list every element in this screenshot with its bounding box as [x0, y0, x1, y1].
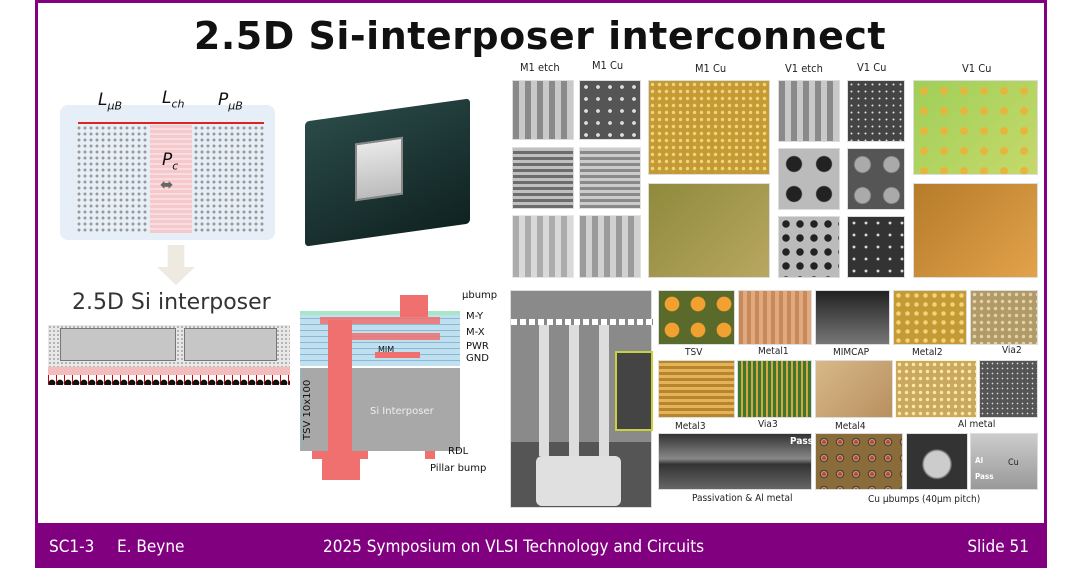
label-m1-cu: M1 Cu: [592, 59, 624, 72]
v1-cu-image: [847, 148, 905, 210]
label-v1-etch: V1 etch: [785, 62, 823, 75]
al-metal-image: [979, 360, 1038, 418]
label-metal2: Metal2: [912, 347, 943, 358]
v1-etch-image: [778, 148, 840, 210]
m1-cu-optical-image: [648, 183, 770, 278]
annotation-pass-2: Pass: [975, 472, 994, 481]
label-p-c: Pc: [162, 150, 179, 173]
label-ubump: μbump: [462, 290, 498, 301]
interposer-stack-diagram: [300, 295, 460, 480]
m1-cu-image: [579, 215, 641, 278]
channel-region: [150, 125, 192, 233]
slide-title: 2.5D Si-interposer interconnect: [193, 14, 887, 58]
label-mim: MIM: [378, 345, 395, 354]
v1-cu-image: [847, 216, 905, 278]
label-pwr: PWR: [466, 341, 489, 352]
label-v1-cu-large: V1 Cu: [962, 62, 992, 75]
v1-etch-image: [778, 216, 840, 278]
label-pillar-bump: Pillar bump: [430, 463, 487, 474]
dimension-arrow: [78, 122, 264, 124]
m1-cu-optical-image: [648, 80, 770, 175]
annotation-pass: Pass: [790, 436, 814, 447]
tsv-image: [658, 290, 735, 345]
m1-etch-image: [512, 80, 574, 140]
label-via3: Via3: [758, 419, 778, 430]
label-via2: Via2: [1002, 345, 1022, 356]
m1-cu-image: [579, 80, 641, 140]
metal3-image: [658, 360, 735, 418]
bump-array-left: [76, 125, 149, 233]
chip-die: [355, 136, 403, 202]
label-metal4: Metal4: [835, 421, 866, 432]
v1-etch-image: [778, 80, 840, 142]
v1-cu-image: [847, 80, 905, 142]
label-si-interposer: Si Interposer: [370, 406, 434, 417]
m1-etch-image: [512, 147, 574, 209]
via2-image: [970, 290, 1038, 345]
v1-cu-optical-image: [913, 80, 1038, 175]
cu-ubump-optical-image: [815, 433, 903, 490]
label-v1-cu: V1 Cu: [857, 61, 887, 74]
mimcap-image: [815, 290, 890, 345]
label-metal1: Metal1: [758, 346, 789, 357]
label-l-ub: LμB: [98, 90, 123, 113]
cu-ubump-cross-section: [970, 433, 1038, 490]
label-m-y: M-Y: [466, 311, 484, 322]
label-m1-cu-large: M1 Cu: [695, 62, 727, 75]
label-al-metal: Al metal: [958, 419, 996, 430]
label-gnd: GND: [466, 353, 489, 364]
footer-session: SC1-3: [49, 537, 95, 557]
via3-image: [737, 360, 812, 418]
footer-conference: 2025 Symposium on VLSI Technology and Ci…: [323, 537, 705, 557]
bump-array-right: [193, 125, 265, 233]
v1-cu-optical-image: [913, 183, 1038, 278]
tsv-cross-section-sem: [510, 290, 653, 508]
m1-etch-image: [512, 215, 574, 278]
label-metal3: Metal3: [675, 421, 706, 432]
label-m1-etch: M1 etch: [520, 61, 560, 74]
passivation-image: [658, 433, 812, 490]
label-mimcap: MIMCAP: [833, 347, 870, 358]
label-l-ch: Lch: [162, 88, 185, 111]
annotation-cu: Cu: [1008, 458, 1019, 468]
label-p-ub: PμB: [218, 90, 243, 113]
al-metal-image: [895, 360, 977, 418]
footer-slide-number: Slide 51: [967, 537, 1029, 557]
label-passivation: Passivation & Al metal: [692, 493, 793, 504]
cu-ubump-sem-image: [906, 433, 968, 490]
metal2-image: [893, 290, 967, 345]
metal1-image: [738, 290, 812, 345]
label-m-x: M-X: [466, 327, 485, 338]
slide-footer: SC1-3 E. Beyne 2025 Symposium on VLSI Te…: [35, 523, 1047, 568]
interposer-caption: 2.5D Si interposer: [72, 290, 271, 315]
footer-author: E. Beyne: [117, 537, 185, 557]
annotation-al: Al: [975, 456, 984, 465]
label-rdl: RDL: [448, 446, 469, 457]
m1-cu-image: [579, 147, 641, 209]
metal4-image: [815, 360, 893, 418]
label-tsv: TSV 10x100: [302, 379, 313, 440]
label-tsv-image: TSV: [685, 347, 703, 358]
double-arrow-icon: ⬌: [160, 175, 174, 194]
label-cu-ubumps: Cu μbumps (40μm pitch): [868, 494, 981, 505]
interposer-cross-section: [48, 325, 290, 385]
